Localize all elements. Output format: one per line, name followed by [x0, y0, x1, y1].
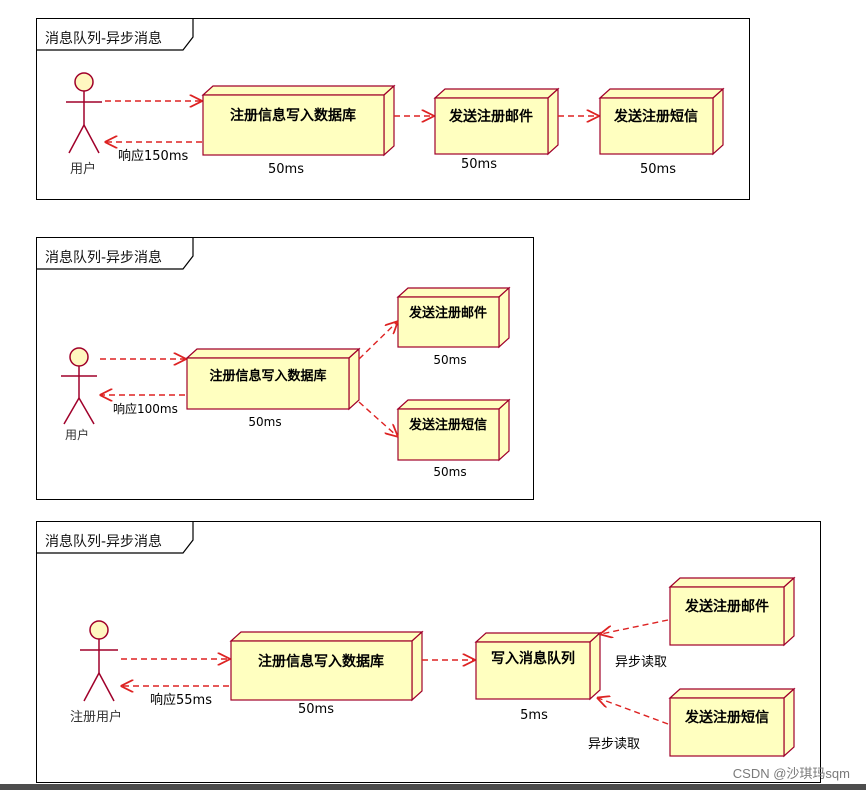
arrow-sms-to-queue	[598, 698, 669, 725]
frame-title-tab	[37, 238, 194, 270]
node-db-time: 50ms	[248, 415, 281, 429]
async-read-label: 异步读取	[588, 737, 640, 752]
node-sms-label: 发送注册短信	[613, 108, 698, 125]
frame-title-tab	[37, 19, 194, 51]
node-sms	[668, 687, 796, 758]
frame-title: 消息队列-异步消息	[45, 250, 163, 266]
node-email-label: 发送注册邮件	[448, 108, 533, 125]
node-email	[433, 87, 560, 156]
node-email-time: 50ms	[461, 157, 497, 172]
node-email	[668, 576, 796, 647]
node-sms	[598, 87, 725, 156]
arrow-db-to-email	[358, 322, 397, 360]
node-email-label: 发送注册邮件	[408, 305, 487, 321]
node-db-time: 50ms	[298, 702, 334, 717]
node-sms-label: 发送注册短信	[684, 709, 769, 726]
arrow-email-to-queue	[601, 619, 669, 634]
async-read-label: 异步读取	[615, 655, 667, 670]
node-email-label: 发送注册邮件	[684, 598, 769, 615]
node-db	[201, 84, 396, 157]
actor-label: 注册用户	[70, 709, 122, 725]
frame-title-tab	[37, 522, 194, 554]
node-queue-time: 5ms	[520, 708, 548, 723]
response-label: 响应150ms	[118, 148, 188, 164]
diagram-2: 用户 注册信息写入数据库 50ms 发送注册邮件 50ms 发送注册短信 50m…	[61, 286, 511, 479]
node-sms-time: 50ms	[640, 162, 676, 177]
node-email-time: 50ms	[433, 353, 466, 367]
actor-label: 用户	[70, 161, 96, 177]
node-email	[396, 286, 511, 349]
frame-title: 消息队列-异步消息	[45, 31, 163, 47]
node-db	[185, 347, 361, 411]
node-sms-label: 发送注册短信	[408, 417, 487, 433]
node-sms-time: 50ms	[433, 465, 466, 479]
arrow-db-to-sms	[358, 401, 397, 436]
response-label: 响应100ms	[113, 401, 178, 416]
diagram-3: 注册用户 注册信息写入数据库 50ms 写入消息队列 5ms 发送注册邮件 发送…	[70, 576, 796, 758]
frame-title: 消息队列-异步消息	[45, 534, 163, 550]
node-queue-label: 写入消息队列	[491, 650, 575, 667]
actor-icon	[80, 620, 118, 702]
actor-icon	[66, 72, 102, 154]
actor-icon	[61, 347, 97, 425]
node-sms	[396, 398, 511, 462]
response-label: 响应55ms	[150, 692, 212, 708]
node-db-label: 注册信息写入数据库	[258, 653, 384, 670]
node-db-label: 注册信息写入数据库	[230, 107, 356, 124]
node-db	[229, 630, 424, 702]
node-db-label: 注册信息写入数据库	[209, 368, 326, 384]
diagram-1: 用户 注册信息写入数据库 50ms 发送注册邮件 50ms 发送注册短信 50m…	[66, 72, 725, 177]
node-db-time: 50ms	[268, 162, 304, 177]
node-queue	[474, 631, 602, 701]
actor-label: 用户	[65, 427, 89, 442]
watermark: CSDN @沙琪玛sqm	[732, 766, 850, 781]
bottom-bar	[0, 784, 866, 790]
